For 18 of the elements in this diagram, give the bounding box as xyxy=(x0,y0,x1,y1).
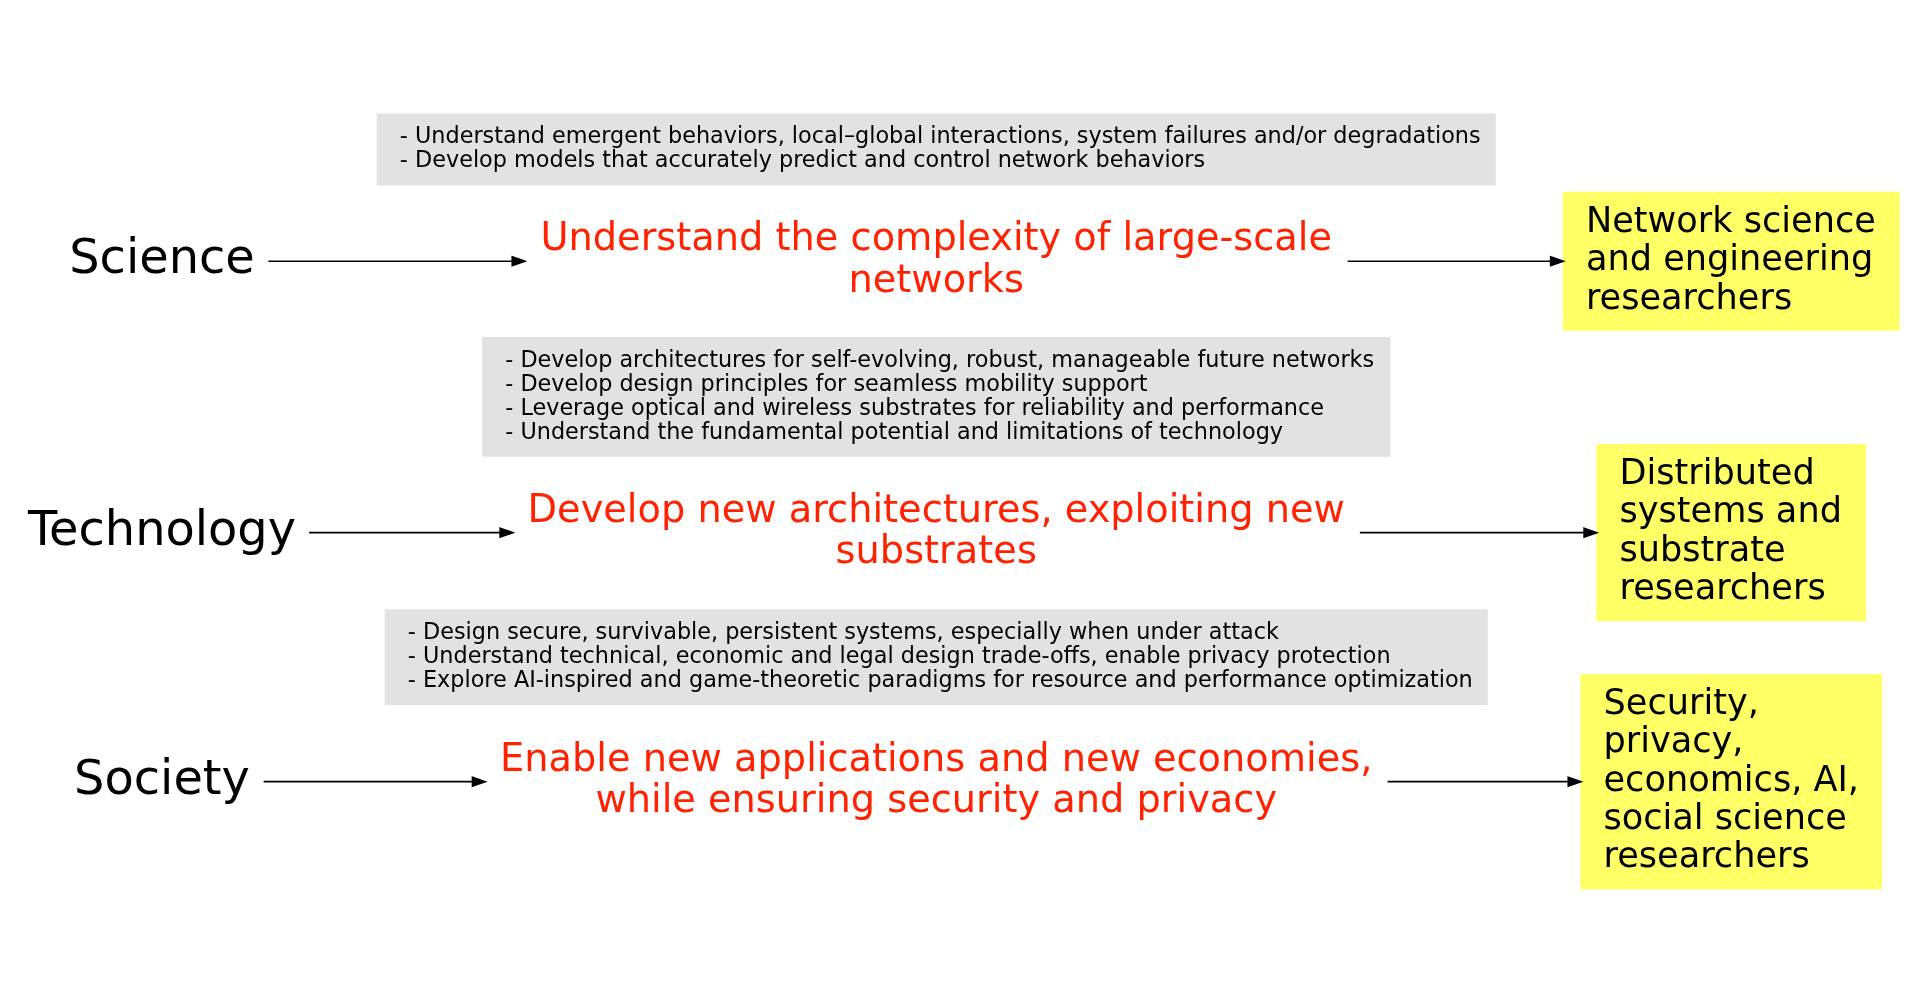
arrow xyxy=(1386,775,1584,787)
node-box: Security, privacy, economics, AI, social science researchers xyxy=(1580,673,1883,889)
arrow xyxy=(308,526,516,538)
node-box: - Develop architectures for self-evolving, robust, manageable future networks - Develop design principles for seamless mobility support - Leverage optical and wireless substrates for reliability and performance - Understand the fundamental potential and limitations of technology xyxy=(482,336,1391,457)
node-text: Science xyxy=(69,228,255,284)
arrow xyxy=(267,255,528,267)
node-box: - Understand emergent behaviors, local–global interactions, system failures and/or degradations - Develop models that accurately predict and control network behaviors xyxy=(376,113,1496,185)
node-text: Understand the complexity of large-scale networks xyxy=(540,213,1333,301)
node-text: Develop new architectures, exploiting new substrates xyxy=(527,485,1345,572)
node-text: Society xyxy=(74,749,250,805)
node-text: Enable new applications and new economies, while ensuring security and privacy xyxy=(500,734,1373,821)
node-text: Technology xyxy=(27,500,297,556)
arrow xyxy=(1346,255,1566,267)
node-box: Network science and engineering researchers xyxy=(1562,191,1900,331)
node-box: - Design secure, survivable, persistent systems, especially when under attack - Understand technical, economic and legal design trade-offs, enable privacy protection - Explore AI-inspired and game-theoretic paradigms for resource and performance optimization xyxy=(384,608,1488,705)
arrow xyxy=(1359,526,1600,538)
arrow xyxy=(262,775,488,787)
node-box: Distributed systems and substrate researchers xyxy=(1596,443,1867,621)
